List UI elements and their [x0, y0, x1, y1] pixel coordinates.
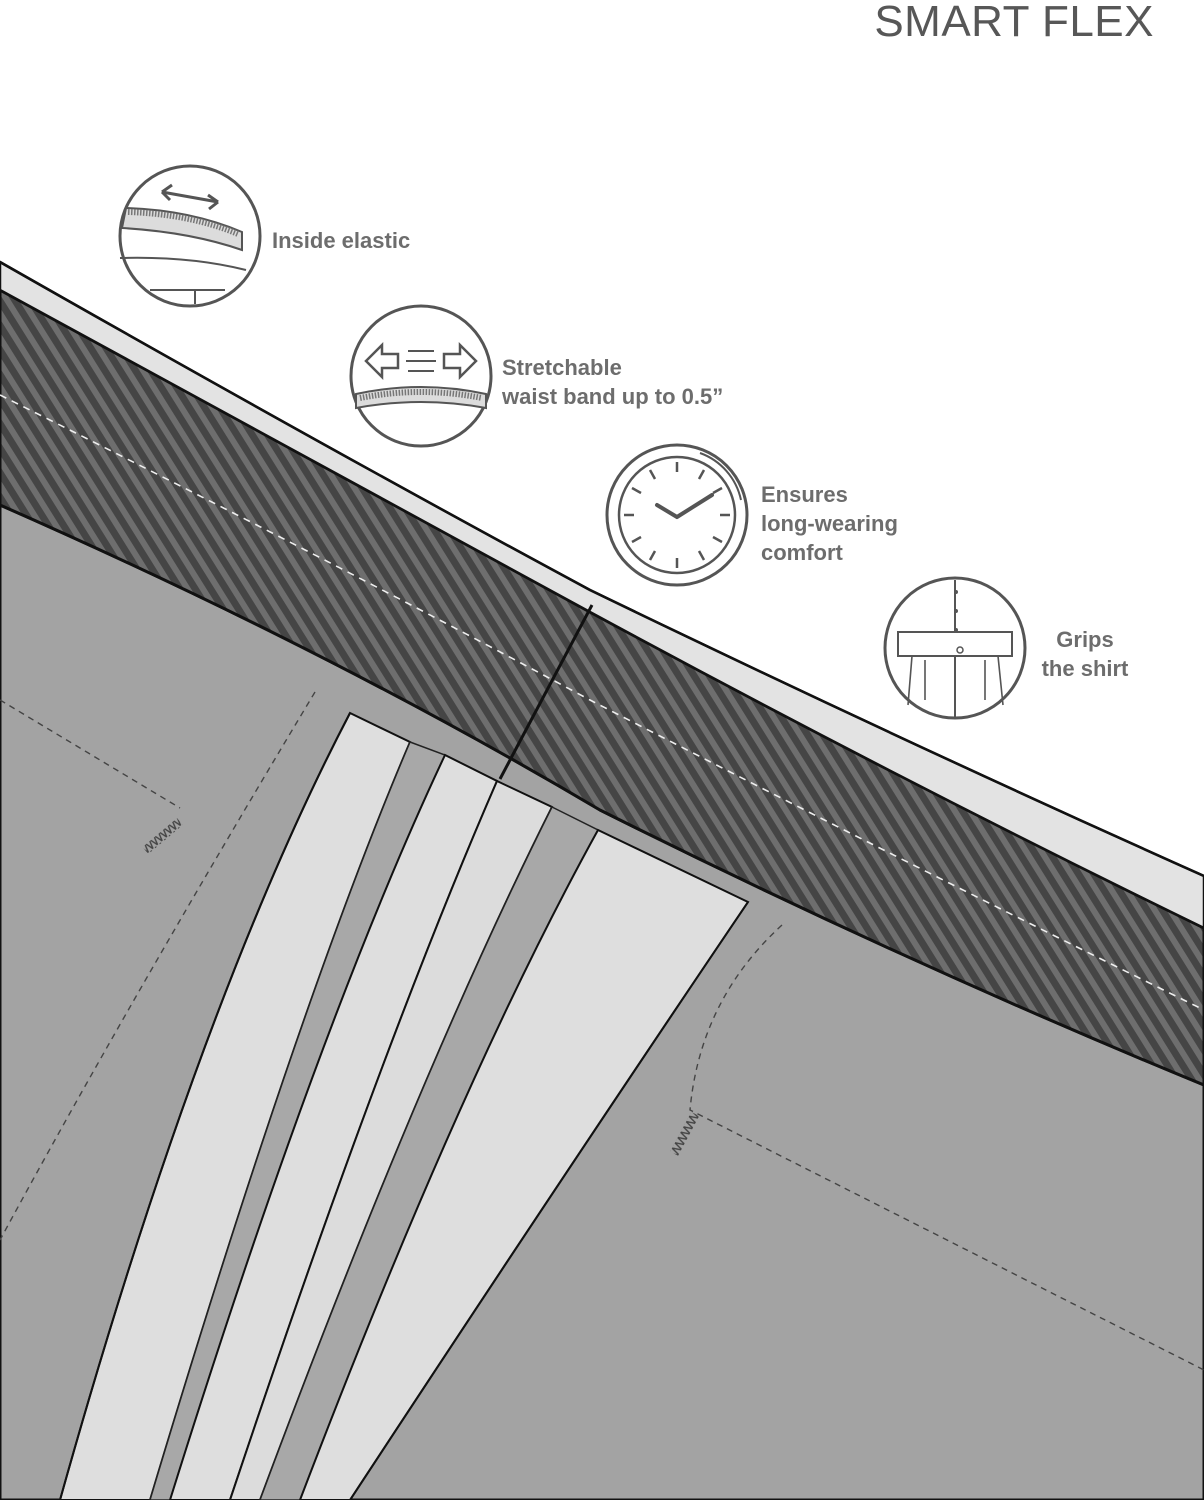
- bartack-right: [670, 1111, 700, 1156]
- clock-icon: [605, 443, 749, 587]
- shirt-grip-icon: [883, 576, 1027, 720]
- elastic-band-icon: [118, 164, 262, 308]
- feature-label-stretchable: Stretchable waist band up to 0.5”: [502, 355, 724, 409]
- bartack-left: [142, 818, 183, 854]
- waistband-seam: [498, 604, 594, 780]
- brand-title: SMART FLEX: [874, 0, 1154, 46]
- pocket-stitch-right: [689, 924, 1204, 1371]
- feature-label-comfort: Ensures long-wearing comfort: [761, 482, 898, 565]
- feature-label-inside-elastic: Inside elastic: [272, 228, 411, 253]
- pocket-stitch-left: [0, 691, 316, 1241]
- stretch-arrows-icon: [349, 304, 493, 448]
- feature-label-grips: Grips the shirt: [1041, 627, 1129, 681]
- waistband-stitching: [0, 394, 1204, 1011]
